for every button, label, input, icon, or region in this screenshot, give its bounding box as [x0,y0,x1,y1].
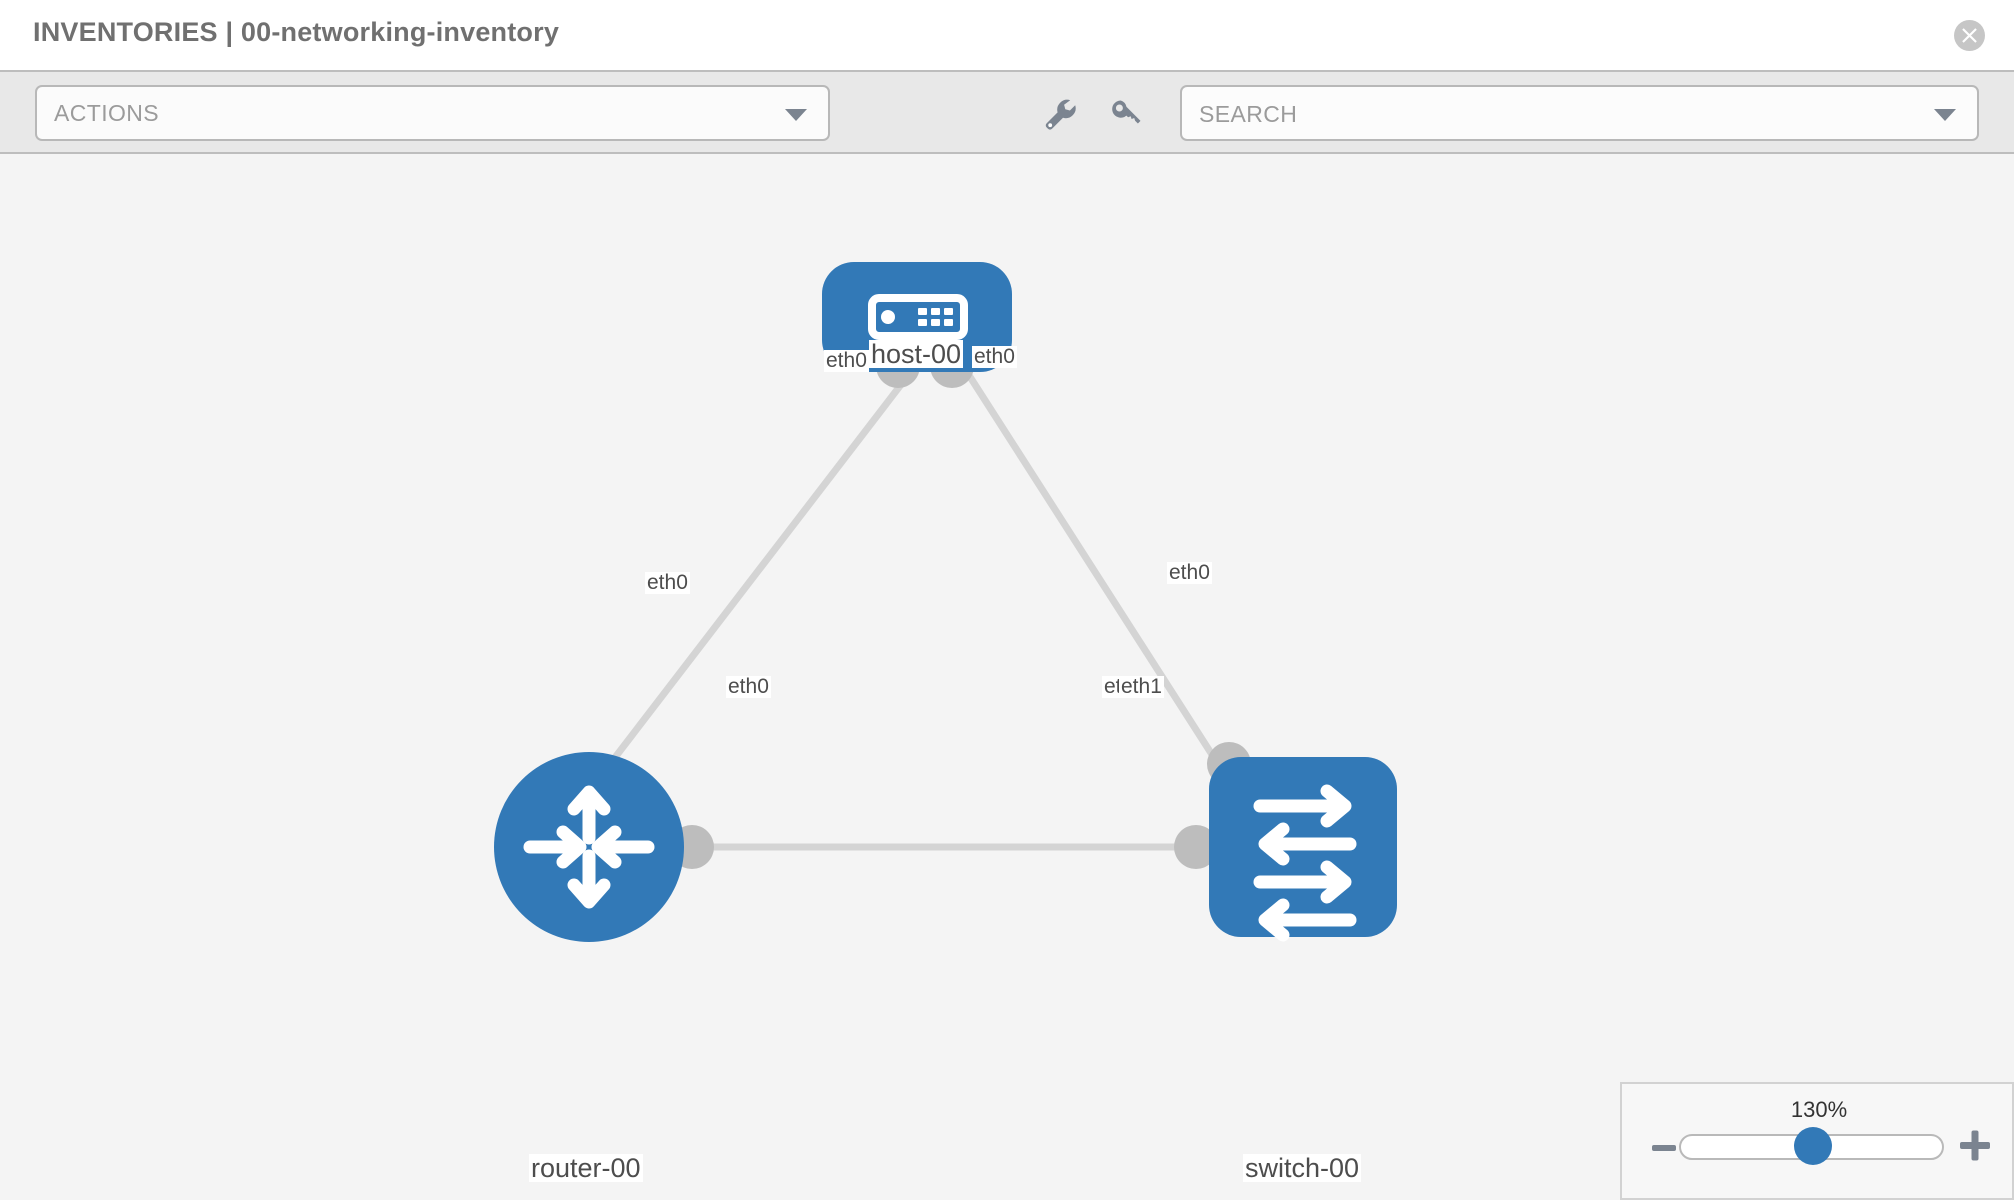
zoom-percent-label: 130% [1790,1097,1848,1122]
actions-dropdown-label: ACTIONS [54,100,160,126]
wrench-icon[interactable] [1040,94,1078,132]
link-host00-router00[interactable] [607,366,916,767]
node-label-host-00: host-00 [869,339,964,369]
node-label-switch-00: switch-00 [1243,1153,1362,1183]
node-router-00[interactable] [494,752,684,942]
node-label-router-00: router-00 [529,1153,643,1183]
iface-label-switch00-uplink: eth0 [1167,561,1212,585]
search-input[interactable] [1197,87,1901,141]
iface-label-switch00-eth1: eth1 [1119,675,1164,699]
zoom-slider-handle[interactable] [1794,1127,1832,1165]
search-field[interactable] [1180,85,1979,141]
page-header: INVENTORIES | 00-networking-inventory [0,0,2014,70]
plus-icon[interactable] [1958,1128,1992,1162]
switch-arrows-icon [1253,784,1357,942]
iface-label-host00-left: eth0 [824,349,869,373]
connector-switch00-left[interactable] [1174,825,1218,869]
topology-connectors [670,344,1251,869]
link-host00-switch00[interactable] [962,367,1221,766]
close-icon[interactable] [1954,20,1985,51]
iface-label-host00-right: eth0 [972,345,1017,369]
topology-links [607,366,1221,851]
router-arrows-icon [523,785,655,909]
minus-icon[interactable] [1650,1134,1678,1162]
node-switch-00[interactable] [1209,757,1397,942]
server-icon [868,294,968,340]
toolbar: ACTIONS [0,70,2014,154]
topology-graph [494,262,1397,942]
iface-label-router00-eth0: eth0 [726,675,771,699]
chevron-down-icon [785,109,807,121]
actions-dropdown[interactable]: ACTIONS [35,85,830,141]
iface-label-router00-uplink: eth0 [645,571,690,595]
key-icon[interactable] [1106,94,1144,132]
page-title: INVENTORIES | 00-networking-inventory [33,17,560,47]
zoom-control[interactable]: 130% [1620,1082,2014,1200]
chevron-down-icon[interactable] [1934,109,1956,121]
topology-canvas[interactable]: eth0 eth0 eth0 eth0 eth0 eth eth1 host-0… [0,154,2014,1200]
